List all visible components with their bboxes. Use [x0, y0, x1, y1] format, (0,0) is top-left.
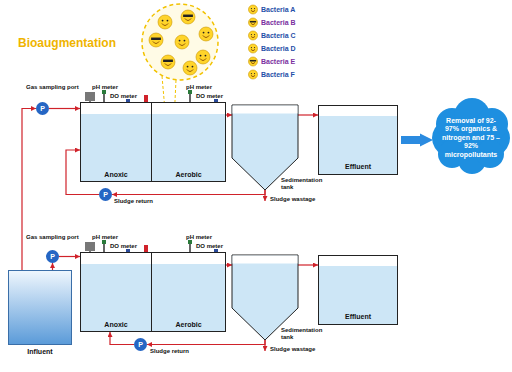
flow-line	[112, 190, 265, 195]
ph-meter-label: pH meter	[186, 234, 212, 241]
effluent-tank: Effluent	[318, 105, 398, 175]
node-text: Sedimentation tank	[281, 177, 325, 191]
flow-line	[226, 264, 232, 265]
gas-port-label: Gas sampling port	[26, 234, 79, 241]
node-text: Effluent	[345, 313, 371, 324]
legend-text: Bacteria D	[261, 45, 296, 52]
legend-entry: Bacteria D	[261, 44, 296, 53]
node-text: P	[50, 253, 55, 260]
flow-line	[226, 114, 232, 115]
bacteria-face	[249, 44, 258, 53]
bacteria-face	[181, 10, 195, 24]
node-text: Aerobic	[175, 171, 201, 181]
sedimentation-tank: Sedimentation tank	[232, 255, 298, 340]
flow-line	[22, 109, 36, 271]
bacteria-icons	[149, 5, 258, 79]
node-text: Sedimentation tank	[281, 327, 325, 341]
node-text: Effluent	[345, 163, 371, 174]
bacteria-face	[183, 61, 197, 75]
sedimentation-tank: Sedimentation tank	[232, 105, 298, 190]
sludge-wastage-label: Sludge wastage	[270, 196, 315, 203]
flow-line	[110, 332, 134, 345]
result-cloud: Removal of 92-97% organics & nitrogen an…	[432, 96, 510, 180]
legend-entry: Bacteria E	[261, 57, 295, 66]
flow-line	[59, 256, 80, 257]
legend-text: Bacteria B	[261, 19, 296, 26]
pump: P	[46, 250, 59, 263]
node-text: Anoxic	[104, 321, 127, 331]
legend-text: Bacteria E	[261, 58, 295, 65]
flow-line	[147, 340, 265, 345]
effluent-tank: Effluent	[318, 255, 398, 325]
legend-text: Bacteria A	[261, 6, 295, 13]
sludge-return-label: Sludge return	[114, 198, 153, 205]
node-text: Anoxic	[104, 171, 127, 181]
anoxic-tank: Anoxic	[80, 252, 152, 332]
bacteria-face	[161, 55, 175, 69]
section-label: Bioaugmentation	[18, 36, 116, 50]
legend-text: Bacteria C	[261, 32, 296, 39]
influent-tank: Influent	[8, 270, 72, 345]
sludge-wastage-label: Sludge wastage	[270, 346, 315, 353]
flow-line	[298, 114, 318, 115]
bacteria-face	[249, 18, 258, 27]
pump: P	[134, 338, 147, 351]
anoxic-tank: Anoxic	[80, 102, 152, 182]
legend-entry: Bacteria A	[261, 5, 295, 14]
gas-port-label: Gas sampling port	[26, 84, 79, 91]
node-text: P	[40, 105, 45, 112]
legend-text: Bacteria F	[261, 71, 295, 78]
bacteria-face	[249, 5, 258, 14]
mixer-motor	[85, 92, 95, 101]
sludge-return-label: Sludge return	[150, 348, 189, 355]
bacteria-face	[249, 57, 258, 66]
node-text: Removal of 92-97% organics & nitrogen an…	[440, 117, 502, 160]
bacteria-zoom-circle	[142, 4, 218, 80]
bacteria-face	[149, 33, 163, 47]
flow-line	[52, 263, 53, 270]
aerobic-tank: Aerobic	[152, 102, 226, 182]
flow-line	[49, 108, 80, 109]
do-meter-label: DO meter	[196, 243, 223, 250]
legend-entry: Bacteria F	[261, 70, 295, 79]
ph-meter-label: pH meter	[92, 234, 118, 241]
aerobic-tank: Aerobic	[152, 252, 226, 332]
bacteria-face	[199, 27, 213, 41]
do-meter-label: DO meter	[110, 243, 137, 250]
result-arrow	[401, 136, 420, 144]
bacteria-face	[158, 15, 172, 29]
node-text: Aerobic	[175, 321, 201, 331]
bacteria-face	[249, 70, 258, 79]
legend-entry: Bacteria B	[261, 18, 296, 27]
do-meter-label: DO meter	[196, 93, 223, 100]
do-meter-label: DO meter	[110, 93, 137, 100]
ph-probe-head	[102, 90, 106, 94]
ph-meter-label: pH meter	[186, 84, 212, 91]
pump: P	[36, 102, 49, 115]
node-text: P	[103, 191, 108, 198]
flow-line	[298, 264, 318, 265]
bacteria-face	[249, 31, 258, 40]
node-text: P	[138, 341, 143, 348]
pump: P	[99, 188, 112, 201]
legend-entry: Bacteria C	[261, 31, 296, 40]
bacteria-face	[196, 50, 210, 64]
node-text: Influent	[9, 348, 71, 356]
ph-probe-head	[188, 90, 192, 94]
bacteria-face	[175, 35, 189, 49]
ph-meter-label: pH meter	[92, 84, 118, 91]
